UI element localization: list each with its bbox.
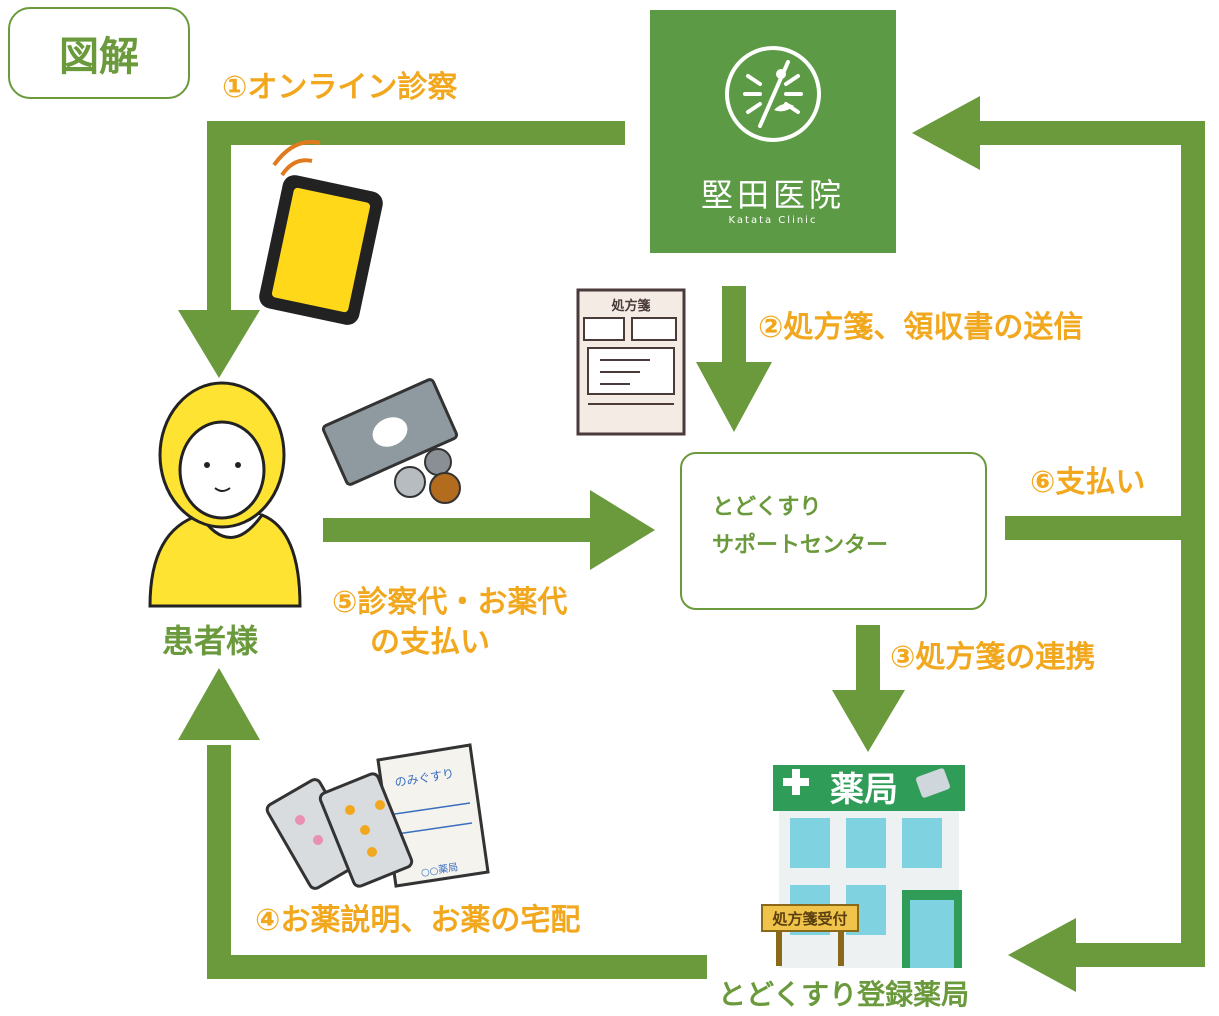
step1-label: ①オンライン診察 (222, 70, 458, 105)
arrow-payment-loop (912, 96, 1205, 992)
clinic-subtitle: Katata Clinic (728, 215, 818, 226)
clinic-logo-block: 堅田医院 Katata Clinic (650, 10, 896, 253)
pharmacy-label: とどくすり登録薬局 (718, 978, 970, 1011)
clinic-emblem-icon (725, 46, 821, 142)
step6-label: ⑥支払い (1030, 465, 1146, 500)
prescription-title: 処方箋 (610, 298, 650, 314)
patient-illustration-icon (148, 381, 302, 608)
smartphone-icon (259, 140, 383, 325)
money-icon (321, 378, 461, 504)
clinic-name: 堅田医院 (700, 176, 845, 214)
arrow-prescription-link (832, 625, 905, 752)
step3-label: ③処方箋の連携 (890, 640, 1096, 675)
title-text: 図解 (59, 34, 139, 80)
support-center-label-line2: サポートセンター (712, 533, 889, 558)
pharmacy-building-icon (761, 765, 965, 968)
step2-label: ②処方箋、領収書の送信 (758, 310, 1084, 345)
step4-label: ④お薬説明、お薬の宅配 (255, 903, 581, 938)
step5-label-line2: の支払い (370, 625, 490, 660)
medicine-bag-footer: ○○薬局 (420, 861, 459, 879)
arrow-medicine-delivery (178, 668, 707, 979)
medicine-blister-icon (265, 772, 414, 890)
pharmacy-board-text: 処方箋受付 (771, 910, 847, 928)
patient-label: 患者様 (162, 622, 259, 660)
arrow-patient-payment (323, 490, 655, 570)
support-center-label-line1: とどくすり (712, 495, 822, 520)
arrow-prescription-send (696, 286, 772, 432)
arrow-online-consultation (178, 121, 625, 378)
pharmacy-sign-text: 薬局 (830, 770, 898, 810)
step5-label-line1: ⑤診察代・お薬代 (332, 585, 568, 620)
support-center-box (680, 452, 987, 610)
title-badge: 図解 (8, 7, 190, 99)
prescription-paper-icon (576, 288, 686, 436)
